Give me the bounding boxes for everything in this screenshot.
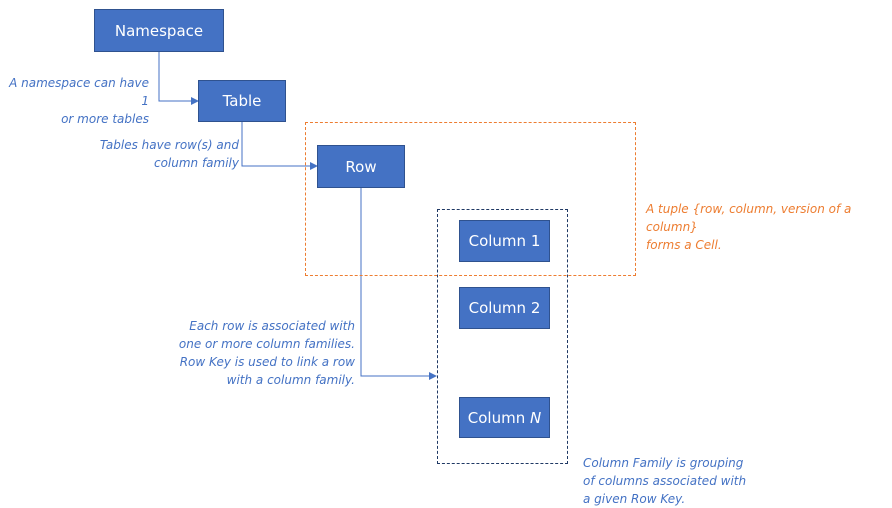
- connector-table-to-row: [241, 122, 318, 170]
- table-node: Table: [198, 80, 286, 122]
- note-tables-rows: Tables have row(s) and column family: [92, 136, 239, 172]
- note-line: Each row is associated with: [189, 319, 355, 333]
- note-line: one or more column families.: [178, 337, 355, 351]
- note-line: with a column family.: [226, 373, 355, 387]
- cell-boundary: [305, 122, 636, 276]
- note-line: column family: [153, 156, 239, 170]
- note-namespace-tables: A namespace can have 1 or more tables: [2, 74, 149, 128]
- column-n-label: Column: [467, 408, 530, 427]
- note-line: Column Family is grouping: [583, 456, 744, 470]
- column-2-node: Column 2: [459, 287, 550, 329]
- note-cell-tuple: A tuple {row, column, version of a colum…: [646, 200, 890, 254]
- note-column-family: Column Family is grouping of columns ass…: [583, 454, 783, 508]
- note-row-family: Each row is associated with one or more …: [170, 317, 355, 389]
- note-line: A tuple {row, column, version of a colum…: [646, 202, 852, 234]
- note-line: Row Key is used to link a row: [179, 355, 355, 369]
- column-1-node: Column 1: [459, 220, 550, 262]
- note-line: a given Row Key.: [583, 492, 686, 506]
- note-line: Tables have row(s) and: [99, 138, 239, 152]
- column-n-variable: N: [529, 408, 542, 427]
- connector-row-to-column-family: [360, 188, 437, 380]
- column-family-boundary: [437, 209, 568, 464]
- namespace-node: Namespace: [94, 9, 224, 52]
- row-node: Row: [317, 145, 405, 188]
- note-line: of columns associated with: [583, 474, 747, 488]
- connector-namespace-to-table: [158, 52, 199, 105]
- column-n-node: Column N: [459, 397, 550, 438]
- note-line: or more tables: [61, 112, 149, 126]
- note-line: A namespace can have 1: [9, 76, 149, 108]
- note-line: forms a Cell.: [646, 238, 722, 252]
